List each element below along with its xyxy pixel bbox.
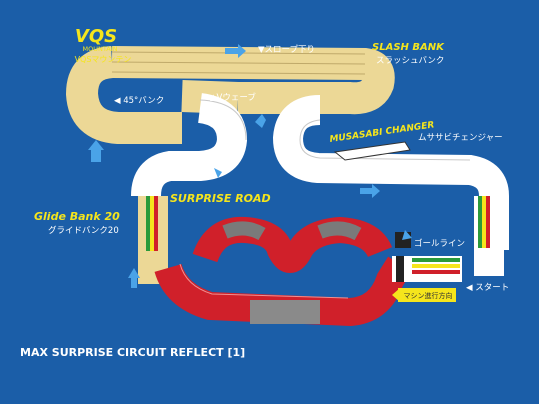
label-start: ◀ スタート <box>466 283 509 293</box>
lower-red-track <box>154 256 412 327</box>
direction-sign: マシン進行方向 <box>392 288 456 302</box>
label-slash-bank-jp: スラッシュバンク <box>376 56 444 66</box>
label-musasabi-jp: ムササビチェンジャー <box>418 133 503 143</box>
right-straight-track <box>474 196 504 276</box>
surprise-road-track <box>192 216 393 273</box>
label-v-wave: ▲Vウェーブ <box>210 92 256 103</box>
start-goal-straight <box>392 232 462 282</box>
middle-white-track <box>131 93 509 250</box>
direction-label: マシン進行方向 <box>404 291 453 300</box>
logo-caption: VQSマウンテン <box>75 55 132 64</box>
label-slash-bank: SLASH BANK <box>372 42 445 53</box>
vqs-logo: VQS MOUNTAIN VQSマウンテン <box>75 26 132 64</box>
musasabi-changer <box>333 141 411 161</box>
label-slope-down: ▼スロープ下り <box>258 45 315 55</box>
page-title: MAX SURPRISE CIRCUIT REFLECT [1] <box>20 346 245 359</box>
logo-text: VQS <box>75 26 117 47</box>
label-glide-bank-jp: グライドバンク20 <box>48 225 119 236</box>
label-goal-line: ゴールライン <box>414 238 465 249</box>
direction-arrows <box>88 44 412 288</box>
glide-bank-track <box>138 196 168 284</box>
label-surprise-road: SURPRISE ROAD <box>170 192 271 205</box>
label-glide-bank: Glide Bank 20 <box>34 210 120 223</box>
logo-sub: MOUNTAIN <box>82 45 117 53</box>
label-45-bank: ◀ 45°バンク <box>114 96 164 106</box>
